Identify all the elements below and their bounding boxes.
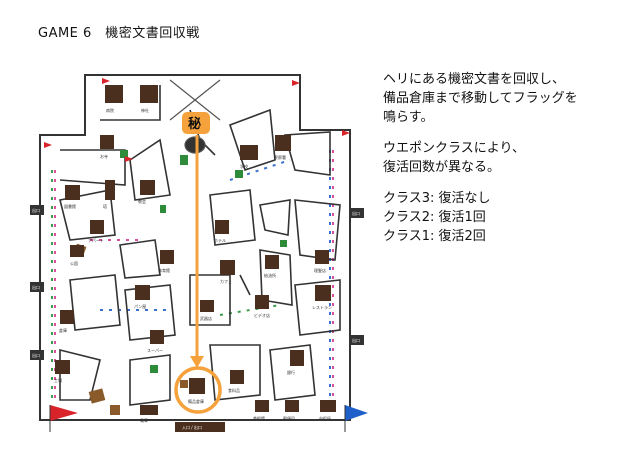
class-1-rule: クラス1: 復活2回 xyxy=(383,229,486,244)
desc-line-1: ヘリにある機密文書を回収し、 xyxy=(383,72,566,87)
city-hall-icon: 市役所 xyxy=(319,400,336,421)
page-title: GAME 6 機密文書回収戦 xyxy=(38,26,200,41)
svg-text:電車: 電車 xyxy=(140,417,148,423)
svg-text:図書館: 図書館 xyxy=(64,203,76,209)
svg-text:倉庫: 倉庫 xyxy=(59,327,67,333)
blue-team-flag xyxy=(344,405,368,432)
svg-text:郵便局: 郵便局 xyxy=(283,415,295,421)
exit-markers: 出口 出口 出口 出口 出口 xyxy=(30,205,364,360)
svg-text:ビデオ店: ビデオ店 xyxy=(254,312,270,318)
green-blocks xyxy=(120,150,287,373)
desc-line-5: 復活回数が異なる。 xyxy=(383,160,501,175)
supermarket-icon: スーパー xyxy=(147,330,164,353)
svg-text:秘: 秘 xyxy=(188,116,201,132)
church-icon: 教会 xyxy=(138,180,155,204)
svg-text:ホテル: ホテル xyxy=(214,237,226,243)
svg-text:パン屋: パン屋 xyxy=(134,303,146,309)
svg-text:公園: 公園 xyxy=(70,260,78,266)
svg-text:スーパー: スーパー xyxy=(147,348,163,353)
svg-text:武器店: 武器店 xyxy=(200,315,212,321)
train-icon: 電車 xyxy=(140,405,158,423)
svg-text:カフェ: カフェ xyxy=(220,279,232,284)
cafe-icon: カフェ xyxy=(220,260,235,284)
svg-text:体育館: 体育館 xyxy=(158,267,170,273)
gym-icon: 体育館 xyxy=(158,250,174,273)
svg-text:理髪店: 理髪店 xyxy=(314,267,326,273)
hotel-icon: ホテル xyxy=(214,220,229,243)
museum-icon: 美術館 xyxy=(253,400,269,421)
restaurant-icon: レストラン xyxy=(312,285,332,310)
svg-text:出口: 出口 xyxy=(32,207,40,213)
library-icon: 図書館 xyxy=(64,185,80,209)
svg-text:銀行: 銀行 xyxy=(287,369,295,375)
svg-text:アパート: アパート xyxy=(88,238,104,243)
temple-icon: お寺 xyxy=(100,135,114,159)
svg-text:教会: 教会 xyxy=(138,198,146,204)
route-to-storage xyxy=(190,135,204,368)
video-shop-icon: ビデオ店 xyxy=(254,295,270,318)
red-team-flag xyxy=(49,405,78,432)
post-icon: 郵便局 xyxy=(283,400,299,421)
hospital-icon: 病院 xyxy=(105,85,123,113)
svg-text:食料品: 食料品 xyxy=(228,387,240,393)
secret-document-badge: 秘 xyxy=(182,112,210,134)
svg-text:お寺: お寺 xyxy=(100,153,108,159)
svg-text:警察署: 警察署 xyxy=(274,154,286,160)
class-3-rule: クラス3: 復活なし xyxy=(383,191,491,206)
facility-icons: 病院 神社 お寺 警察署 学校 図書館 教会 ホテル カフェ 給油所 理髪店 レ… xyxy=(54,85,336,423)
map-outline xyxy=(39,74,351,421)
svg-text:市役所: 市役所 xyxy=(319,415,331,421)
grocery-icon: 食料品 xyxy=(228,370,244,393)
bank-icon: 銀行 xyxy=(287,350,304,375)
desc-line-2: 備品倉庫まで移動してフラッグを xyxy=(383,91,578,106)
svg-text:出口: 出口 xyxy=(32,352,40,358)
svg-text:塔: 塔 xyxy=(103,203,107,209)
storage-target: 備品倉庫 xyxy=(174,366,222,414)
svg-text:入口 / 出口: 入口 / 出口 xyxy=(182,424,202,430)
svg-text:レストラン: レストラン xyxy=(312,304,332,310)
class-2-rule: クラス2: 復活1回 xyxy=(383,210,486,225)
bakery-icon: パン屋 xyxy=(134,285,150,309)
game-map: 病院 神社 お寺 警察署 学校 図書館 教会 ホテル カフェ 給油所 理髪店 レ… xyxy=(30,74,368,432)
shrine-icon: 神社 xyxy=(140,85,158,113)
svg-text:備品倉庫: 備品倉庫 xyxy=(188,398,204,404)
weapon-shop-icon: 武器店 xyxy=(200,300,214,321)
svg-text:出口: 出口 xyxy=(352,210,360,216)
barber-icon: 理髪店 xyxy=(314,250,329,273)
police-icon: 警察署 xyxy=(274,135,291,160)
small-flags xyxy=(44,78,350,162)
entrance-gate: 入口 / 出口 xyxy=(175,422,225,432)
svg-text:学校: 学校 xyxy=(240,163,248,169)
interior-walls xyxy=(59,85,341,406)
school-icon: 学校 xyxy=(240,145,258,169)
desc-line-3: 鳴らす。 xyxy=(383,110,434,125)
svg-text:病院: 病院 xyxy=(106,107,114,113)
factory-icon: 工場 xyxy=(54,360,70,383)
svg-text:工場: 工場 xyxy=(54,377,62,383)
park-icon: 公園 xyxy=(70,245,84,266)
tower-icon: 塔 xyxy=(103,180,115,209)
gas-icon: 給油所 xyxy=(264,255,279,278)
svg-text:出口: 出口 xyxy=(352,337,360,343)
apartment-icon: アパート xyxy=(88,220,104,243)
game-description: ヘリにある機密文書を回収し、 備品倉庫まで移動してフラッグを 鳴らす。 ウエポン… xyxy=(383,70,623,258)
desc-line-4: ウエポンクラスにより、 xyxy=(383,141,525,156)
svg-text:美術館: 美術館 xyxy=(253,415,265,421)
svg-text:給油所: 給油所 xyxy=(264,272,276,278)
warehouse-icon: 倉庫 xyxy=(59,310,74,333)
helicopter-icon xyxy=(169,79,221,154)
svg-text:出口: 出口 xyxy=(32,284,40,290)
svg-text:神社: 神社 xyxy=(141,107,149,113)
